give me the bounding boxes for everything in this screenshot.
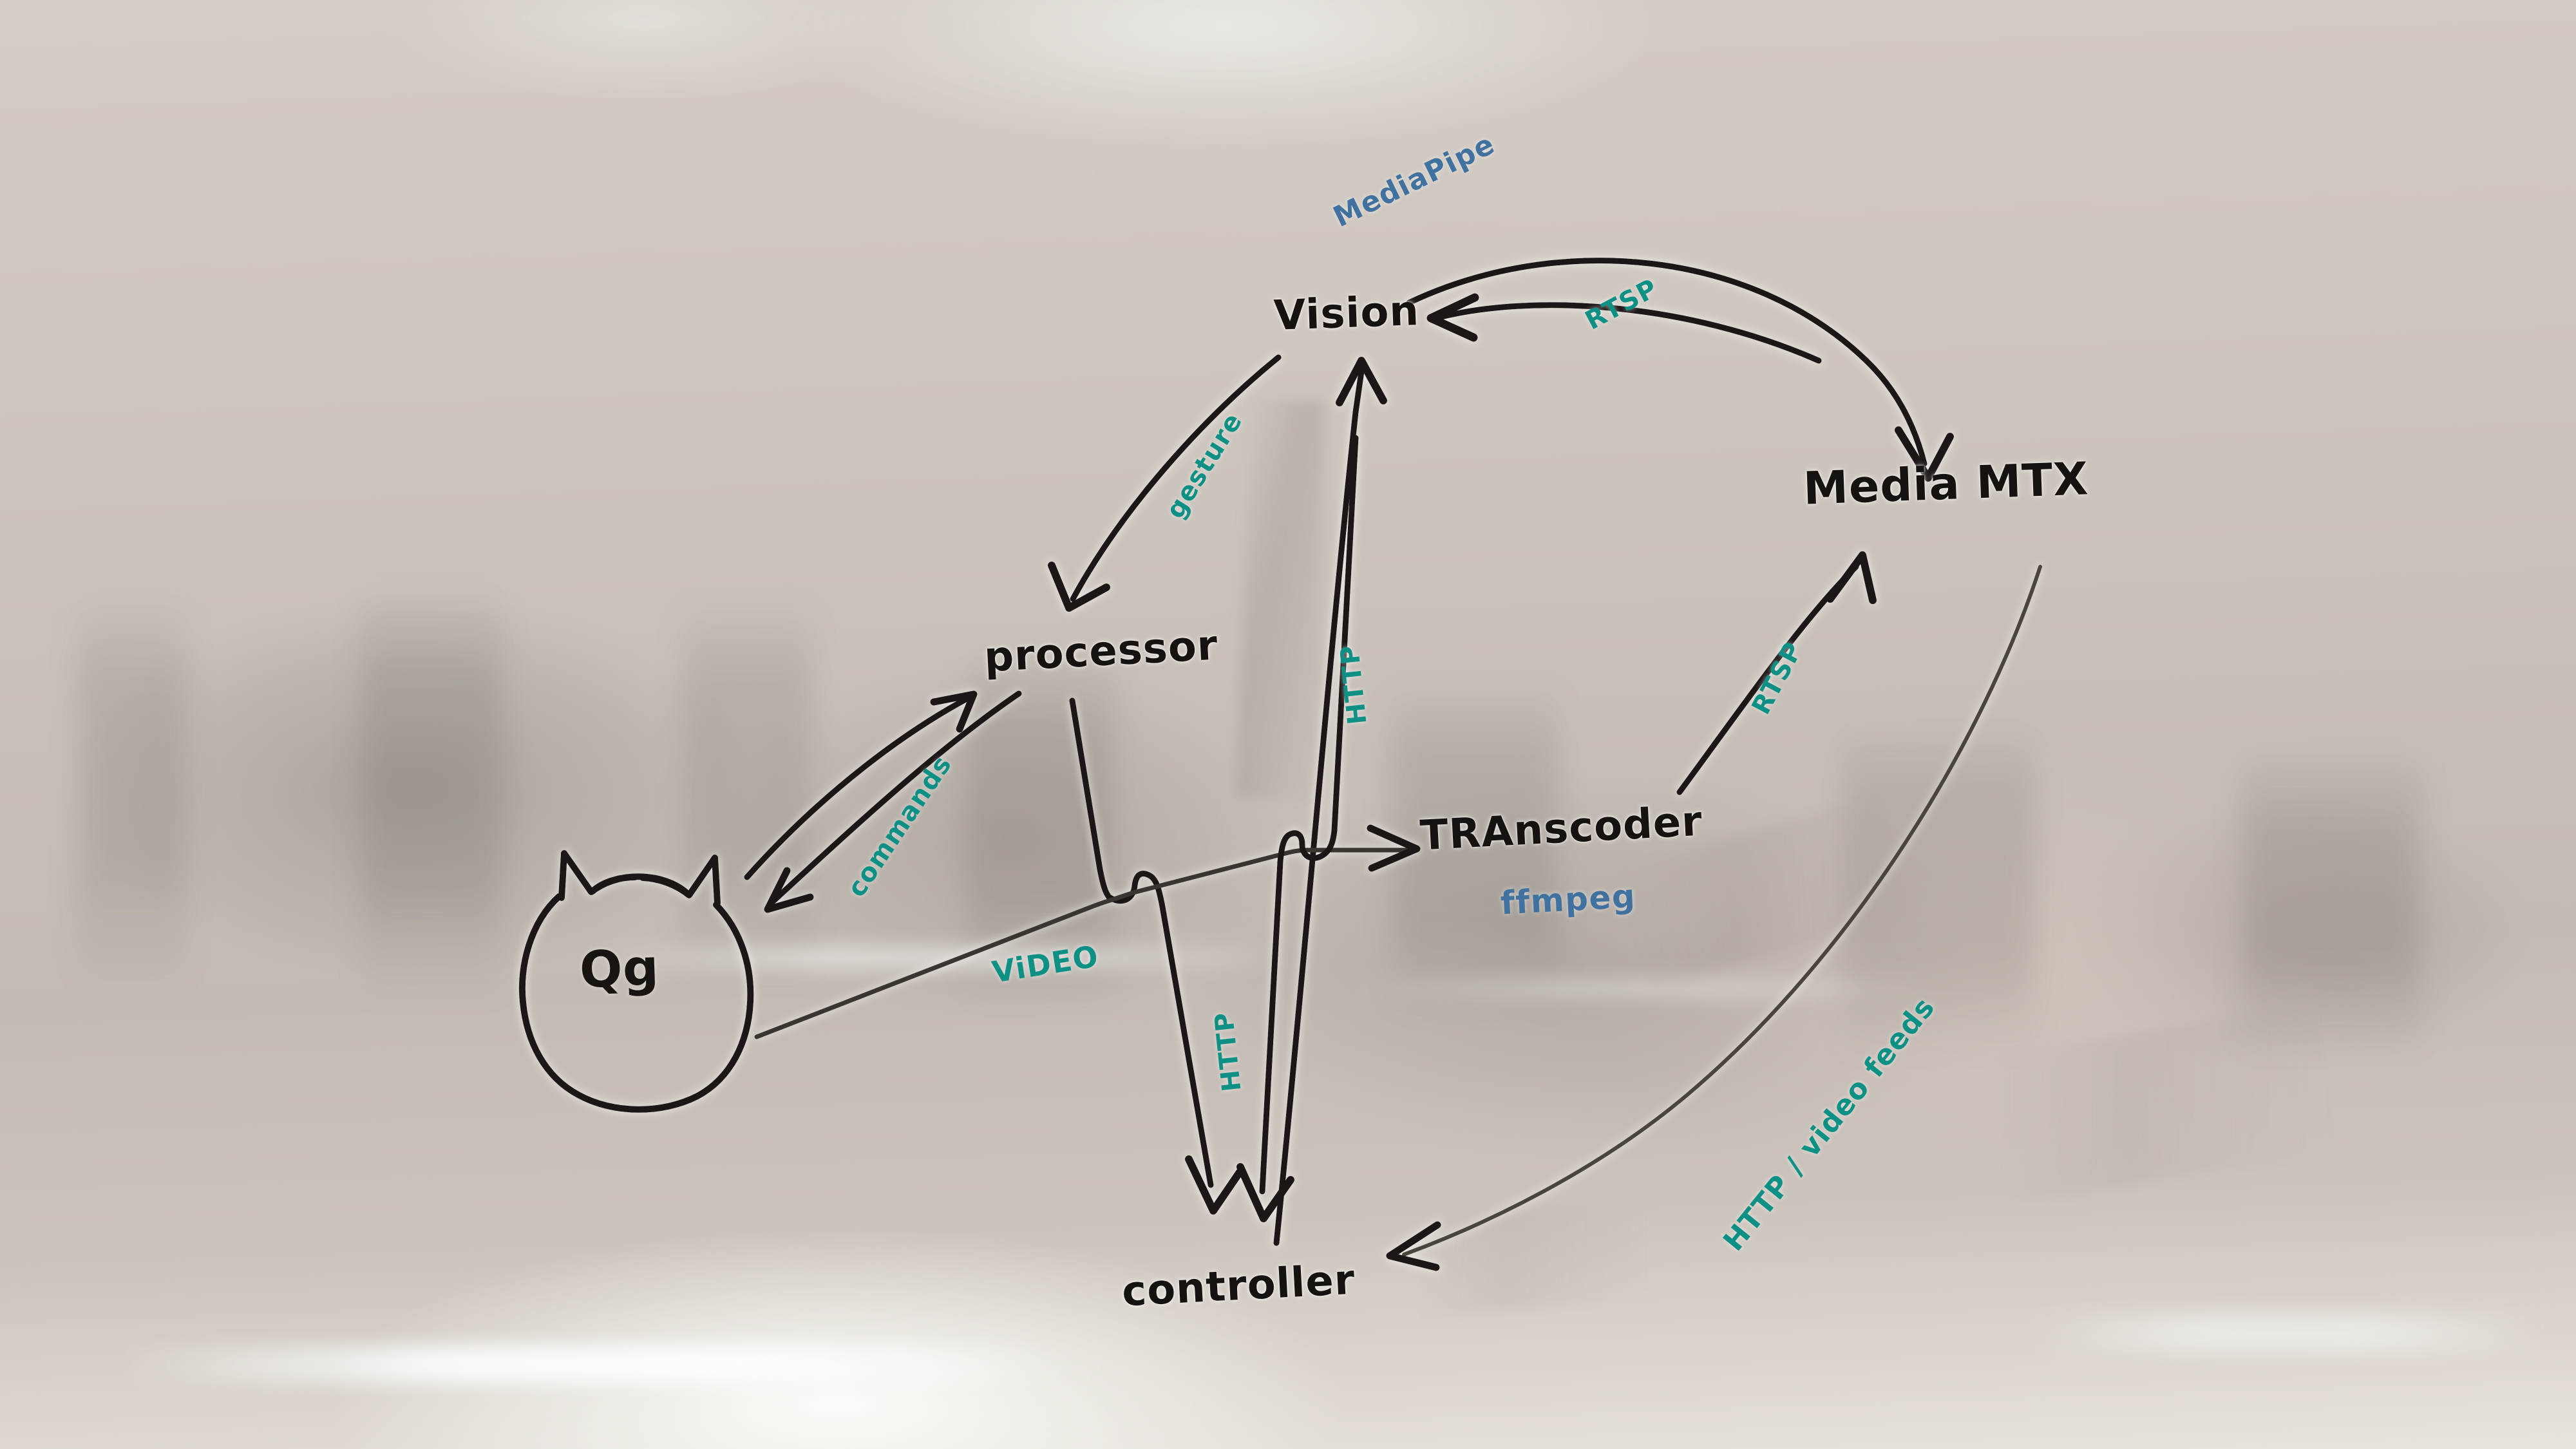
arrowhead-gesture (1048, 562, 1110, 612)
edge-processor-branch-controller (1259, 435, 1359, 1195)
arrowhead-controller-in-right (1236, 1163, 1294, 1222)
node-vision: Vision (1273, 287, 1421, 340)
node-mediamtx: Media MTX (1802, 452, 2090, 515)
arrowhead-qg-in (764, 867, 814, 913)
arrowhead-mediamtx-in-left (1826, 551, 1877, 604)
arrowhead-vision-left (1426, 293, 1479, 342)
arrowhead-controller-in-far-right (1386, 1221, 1441, 1271)
qg-logo-shape (518, 850, 754, 1113)
edge-vision-to-processor (1070, 354, 1282, 602)
arrowhead-transcoder-in (1367, 824, 1421, 872)
edge-controller-to-vision (1273, 364, 1365, 1246)
edge-processor-to-qg (770, 690, 1022, 905)
edge-qg-to-processor (744, 694, 972, 880)
edge-mediamtx-to-vision-tail (1433, 302, 1822, 364)
arrowhead-vision-in (1336, 357, 1387, 406)
edge-mediamtx-to-controller (1402, 565, 2042, 1256)
arrowhead-processor-in (930, 690, 978, 733)
edge-processor-to-controller (1069, 697, 1214, 1188)
qg-logo-label: Qg (578, 938, 660, 1000)
arrowhead-controller-in-left (1185, 1155, 1244, 1215)
annotation-ffmpeg: ffmpeg (1499, 877, 1637, 922)
edge-mediamtx-to-vision (1406, 258, 1927, 467)
arrowhead-mediamtx-top (1895, 426, 1954, 482)
